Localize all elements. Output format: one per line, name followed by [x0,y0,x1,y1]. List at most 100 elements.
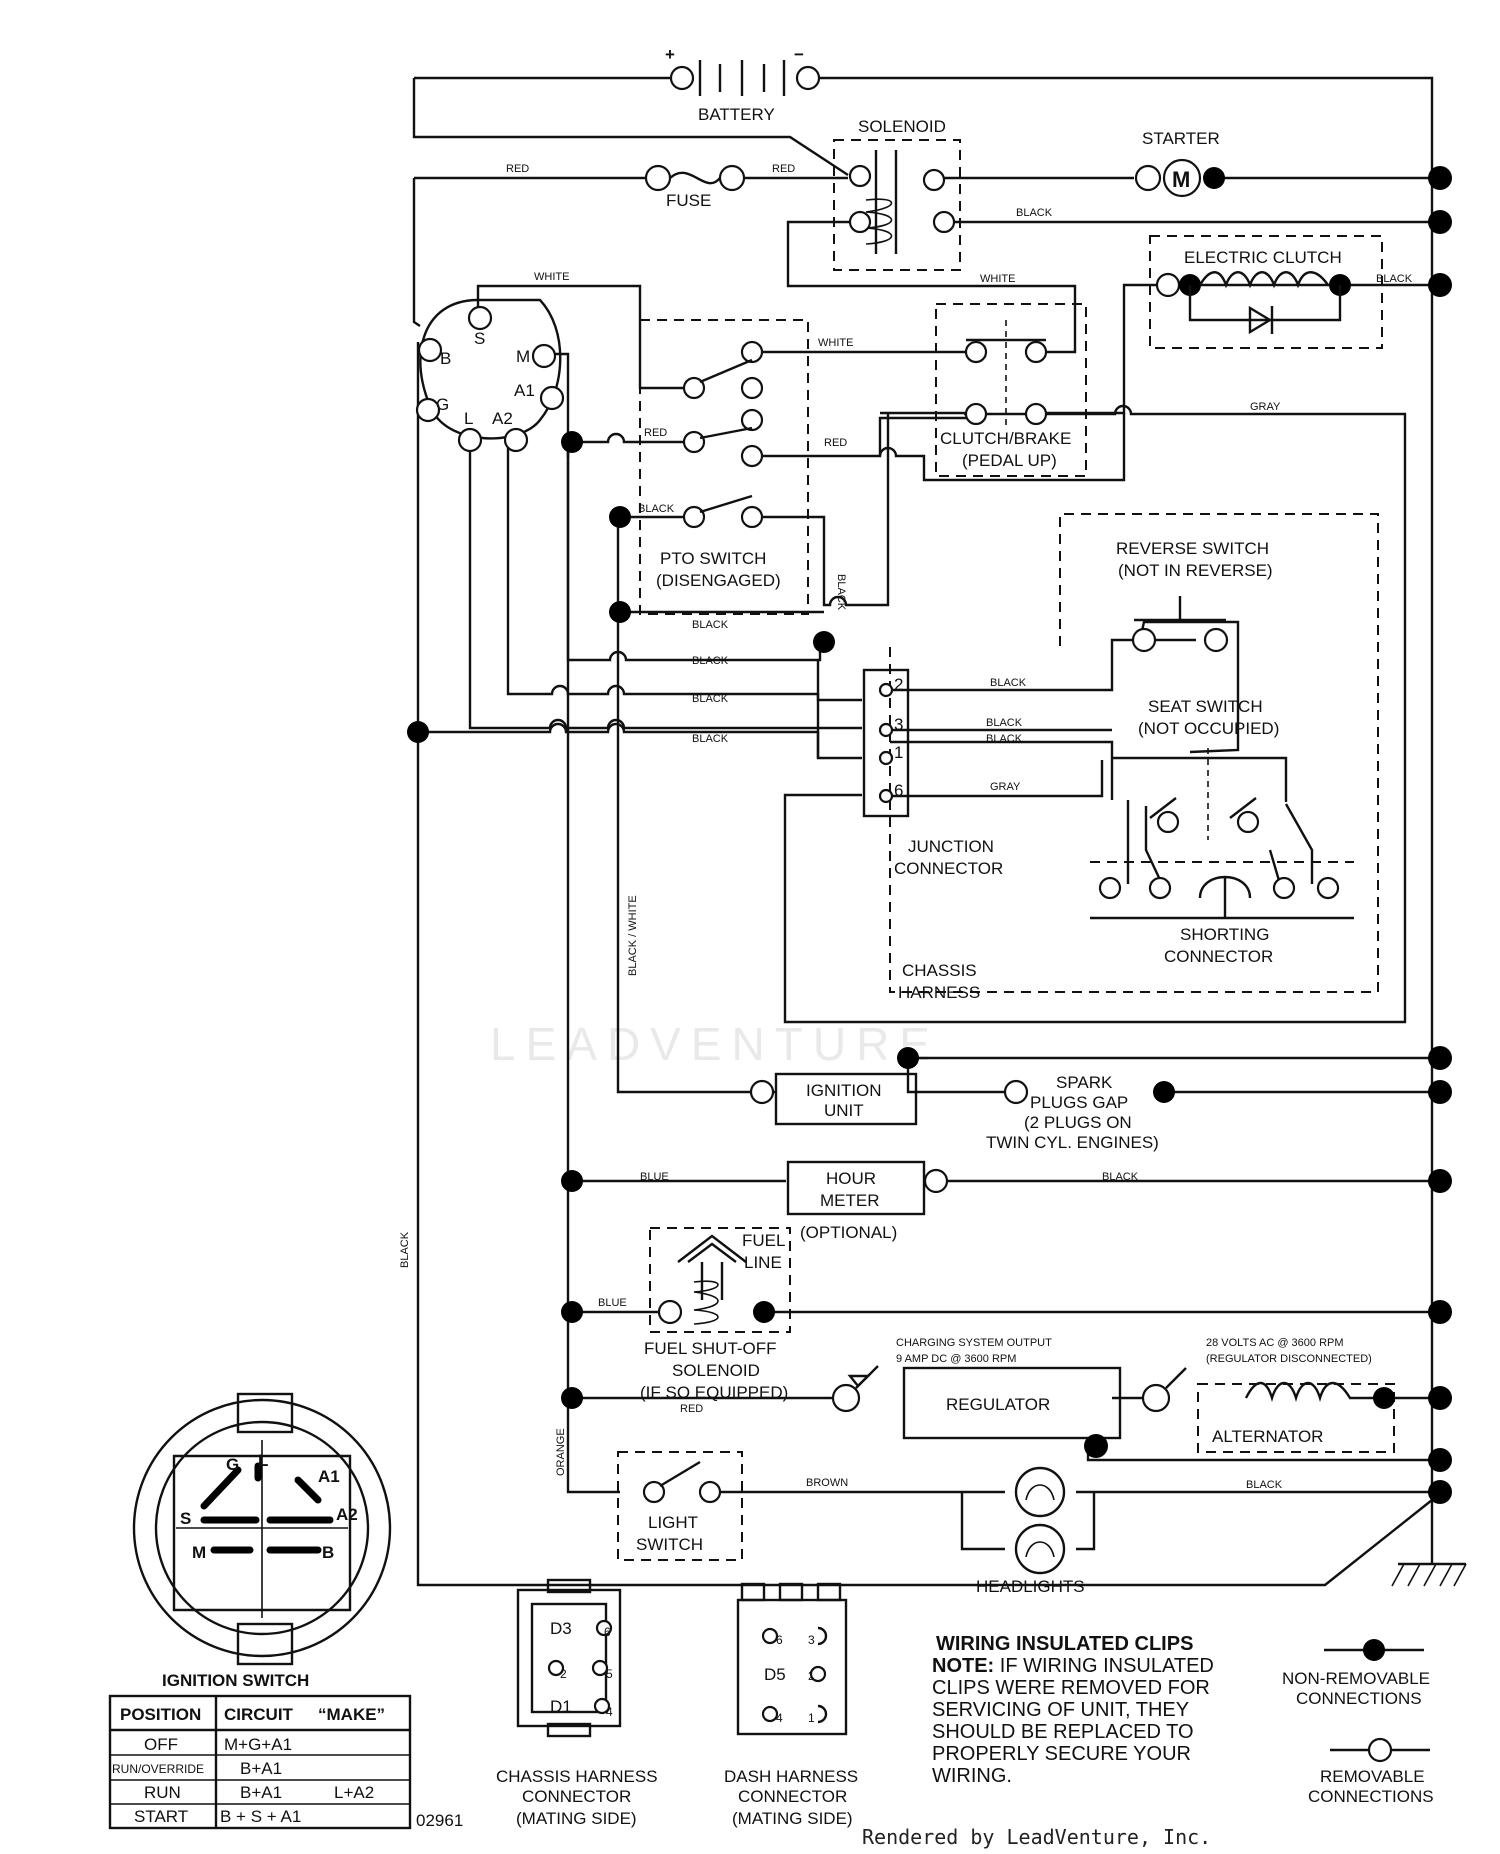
terminal-l: L [464,409,473,428]
wire-label-black: BLACK [1102,1171,1139,1183]
headlights: HEADLIGHTS [976,1466,1085,1596]
terminal-m: M [516,347,530,366]
switch-face-m: M [192,1543,206,1562]
switch-face-s: S [180,1509,191,1528]
dash-pin: 1 [808,1711,815,1725]
footer-text: Rendered by LeadVenture, Inc. [862,1825,1211,1849]
ignition-unit: IGNITION UNIT SPARK PLUGS GAP (2 PLUGS O… [749,1072,1175,1152]
fuel-solenoid-label-3: (IF SO EQUIPPED) [640,1383,788,1402]
light-switch: LIGHT SWITCH [617,1451,743,1561]
junction-connector: 2 3 1 6 JUNCTION CONNECTOR [862,668,1003,878]
dash-pin: 3 [808,1633,815,1647]
junction-pin-6: 6 [894,781,903,800]
reverse-switch-state: (NOT IN REVERSE) [1118,561,1273,580]
hour-meter-label-2: METER [820,1191,880,1210]
terminal-s: S [474,329,485,348]
light-switch-label-2: SWITCH [636,1535,703,1554]
terminal-b: B [440,349,451,368]
battery: + − BATTERY [665,45,821,124]
shorting-connector-label: SHORTING [1180,925,1269,944]
wire-label-black: BLACK [1376,273,1413,285]
dash-connector-label-3: (MATING SIDE) [732,1809,853,1828]
ignition-switch-table: POSITION CIRCUIT “MAKE” OFF M+G+A1 RUN/O… [108,1694,412,1830]
electric-clutch-label: ELECTRIC CLUTCH [1184,248,1342,267]
table-header-make: “MAKE” [318,1705,385,1724]
spark-plugs-label-4: TWIN CYL. ENGINES) [986,1133,1159,1152]
chassis-pin: D1 [550,1697,572,1716]
ignition-unit-label: IGNITION [806,1081,882,1100]
dash-pin: 6 [776,1633,783,1647]
chassis-harness-label: CHASSIS [902,961,977,980]
headlights-label: HEADLIGHTS [976,1577,1085,1596]
spark-plugs-label: SPARK [1056,1073,1113,1092]
part-number: 02961 [416,1811,463,1830]
chassis-harness-connector: D3 6 2 5 D1 4 CHASSIS HARNESS CONNECTOR … [496,1578,658,1828]
wire-label-red: RED [506,163,529,175]
wire-label-blue: BLUE [598,1297,627,1309]
clips-note-line: WIRING. [932,1765,1012,1787]
watermark-text: LEADVENTURE [490,1018,940,1070]
chassis-pin: D3 [550,1619,572,1638]
wire-label-black-vertical: BLACK [835,574,847,611]
wire-label-gray: GRAY [1250,401,1281,413]
junction-pin-3: 3 [894,715,903,734]
chassis-connector-label-2: CONNECTOR [522,1787,631,1806]
wiring [412,76,1467,1587]
pto-switch: PTO SWITCH (DISENGAGED) [639,319,809,615]
wire-label-red: RED [824,437,847,449]
shorting-connector-label-2: CONNECTOR [1164,947,1273,966]
dash-connector-label-2: CONNECTOR [738,1787,847,1806]
wire-label-red: RED [680,1403,703,1415]
chassis-connector-label: CHASSIS HARNESS [496,1767,658,1786]
battery-label: BATTERY [698,105,775,124]
table-cell: START [134,1807,188,1826]
wire-label-gray: GRAY [990,781,1021,793]
legend-non-removable: NON-REMOVABLE [1282,1669,1430,1688]
table-cell: B+A1 [240,1759,282,1778]
wire-label-white: WHITE [534,271,569,283]
wire-label-black: BLACK [986,717,1023,729]
ignition-switch-title: IGNITION SWITCH [162,1671,309,1690]
switch-harness-area: REVERSE SWITCH (NOT IN REVERSE) SEAT SWI… [889,513,1379,1002]
terminal-g: G [436,395,449,414]
seat-switch-state: (NOT OCCUPIED) [1138,719,1279,738]
wire-label-black: BLACK [638,503,675,515]
clips-note-label: NOTE: [932,1655,994,1677]
clips-note: WIRING INSULATED CLIPS NOTE: IF WIRING I… [932,1633,1214,1787]
wire-label-white: WHITE [818,337,853,349]
wire-label-black: BLACK [1016,207,1053,219]
wire-label-red: RED [644,427,667,439]
ignition-switch-terminals: B S M A1 G L A2 [415,298,565,453]
dash-harness-connector: 6 3 D5 2 4 1 DASH HARNESS CONNECTOR (MAT… [724,1582,858,1828]
chassis-pin: 5 [606,1667,613,1681]
terminal-a2: A2 [492,409,513,428]
seat-switch-label: SEAT SWITCH [1148,697,1263,716]
solenoid-label: SOLENOID [858,117,946,136]
clutch-brake-switch: CLUTCH/BRAKE (PEDAL UP) [935,303,1087,477]
battery-plus: + [665,45,675,64]
regulator-label: REGULATOR [946,1395,1050,1414]
switch-face-b: B [322,1543,334,1562]
spark-plugs-label-2: PLUGS GAP [1030,1093,1128,1112]
chassis-connector-label-3: (MATING SIDE) [516,1809,637,1828]
junction-pin-2: 2 [894,675,903,694]
electric-clutch: ELECTRIC CLUTCH [1149,235,1383,349]
ignition-unit-label-2: UNIT [824,1101,864,1120]
table-cell: B+A1 [240,1783,282,1802]
hour-meter-label: HOUR [826,1169,876,1188]
terminal-a1: A1 [514,381,535,400]
ignition-switch-face: G L A1 A2 S M B [132,1392,392,1666]
wire-label-black: BLACK [692,655,729,667]
dash-pin: D5 [764,1665,786,1684]
switch-face-g: G [226,1455,239,1474]
switch-face-a1: A1 [318,1467,340,1486]
wire-label-orange: ORANGE [555,1428,567,1476]
wire-label-black: BLACK [986,733,1023,745]
chassis-pin: 2 [560,1667,567,1681]
junction-connector-label: JUNCTION [908,837,994,856]
wire-label-black-white: BLACK / WHITE [627,895,639,976]
clutch-brake-label: CLUTCH/BRAKE [940,429,1071,448]
switch-face-a2: A2 [336,1505,358,1524]
wire-label-black: BLACK [692,733,729,745]
reverse-switch-label: REVERSE SWITCH [1116,539,1269,558]
